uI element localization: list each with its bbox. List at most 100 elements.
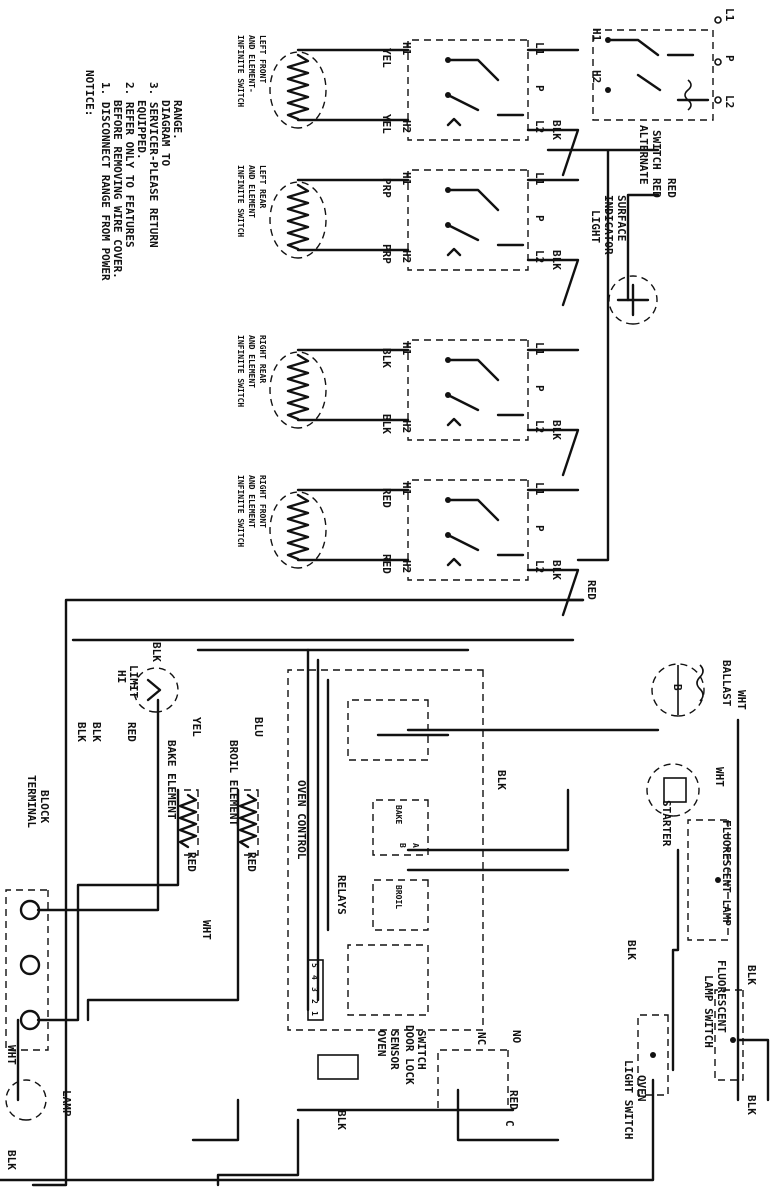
ballast-label: BALLAST xyxy=(720,660,733,707)
ballast: B BALLAST xyxy=(651,660,733,717)
door-wire-blk: BLK xyxy=(335,1110,348,1130)
terminal-h1-label: H1 xyxy=(400,172,413,186)
terminal-h2-label: H2 xyxy=(400,250,413,263)
h2-wire-label: PRP xyxy=(380,244,393,264)
switch-housing xyxy=(407,479,529,581)
switch-contacts xyxy=(446,358,525,427)
element-coil-outline xyxy=(269,491,327,569)
door-lock-no: NO xyxy=(510,1030,523,1044)
switch-housing xyxy=(407,169,529,271)
fluor-switch-label-1: FLUORESCENT xyxy=(715,960,728,1033)
element-leads xyxy=(296,48,410,122)
connector-pin-4: 4 xyxy=(310,975,319,980)
door-lock-label-2: SWITCH xyxy=(415,1030,428,1070)
h2-wire-label: RED xyxy=(380,554,393,574)
notice-line-3: 2. REFER ONLY TO FEATURES xyxy=(123,82,136,248)
element-coil xyxy=(286,53,310,121)
door-lock-label-1: DOOR LOCK xyxy=(403,1025,416,1085)
switch-label-line-2: AND ELEMENT xyxy=(247,475,256,528)
oven-control-label: OVEN CONTROL xyxy=(295,780,308,860)
switch-label-line-1: INFINITE SWITCH xyxy=(236,335,245,407)
terminal-h2-label: H2 xyxy=(400,120,413,133)
switch-label-line-1: INFINITE SWITCH xyxy=(236,165,245,237)
terminal-block: TERMINAL BLOCK xyxy=(5,775,51,1051)
switch-contacts xyxy=(446,188,525,257)
bake-wire-red: RED xyxy=(185,852,198,872)
oven-wire-labels: BLK BLK BLK RED YEL BLU RED RED WHT BLK … xyxy=(5,178,758,1170)
terminal-h2-label: H2 xyxy=(400,420,413,433)
relay-wire-blk: BLK xyxy=(495,770,508,790)
surface-indicator-label-3: LIGHT xyxy=(589,210,602,243)
contact-dot xyxy=(445,57,451,63)
switch-label-line-3: LEFT FRONT xyxy=(258,35,267,83)
relay-pin-a: A xyxy=(411,843,420,848)
element-coil xyxy=(286,183,310,251)
element-coil-outline xyxy=(269,351,327,429)
terminal-p-label: P xyxy=(533,385,546,392)
terminal-wire-red: RED xyxy=(125,722,138,742)
connector-pin-2: 2 xyxy=(310,999,319,1004)
terminal-h1-label: H1 xyxy=(400,342,413,356)
contact-dot xyxy=(445,497,451,503)
terminal-wire-blk-2: BLK xyxy=(75,722,88,742)
terminal-l2-label: L2 xyxy=(533,250,546,263)
notice-line-5: 3. SERVICER-PLEASE RETURN xyxy=(147,82,160,248)
broil-wire-red: RED xyxy=(245,852,258,872)
lamp-wire-wht: WHT xyxy=(5,1045,18,1065)
contact-dot xyxy=(445,392,451,398)
switch-label-line-2: AND ELEMENT xyxy=(247,165,256,218)
terminal-l2-label: L2 xyxy=(533,420,546,433)
connector-pin-3: 3 xyxy=(310,987,319,992)
notice-line-6: DIAGRAM TO xyxy=(159,100,172,167)
alt-h1-label: H1 xyxy=(590,28,603,42)
starter-wire-wht: WHT xyxy=(713,767,726,787)
starter: STARTER xyxy=(646,763,700,847)
alt-l1-label: L1 xyxy=(723,8,736,22)
fluor-switch-label-2: LAMP SWITCH xyxy=(702,975,715,1048)
hi-limit-wire-blk: BLK xyxy=(150,642,163,662)
switch-label-line-2: AND ELEMENT- xyxy=(247,35,256,93)
relays-label: RELAYS xyxy=(335,875,348,915)
ballast-letter: B xyxy=(671,684,684,691)
terminal-h1-label: H1 xyxy=(400,482,413,496)
surface-indicator-label-1: SURFACE xyxy=(615,195,628,241)
connector-pin-5: 5 xyxy=(310,963,319,968)
broil-relay-label: BROIL xyxy=(394,885,403,909)
element-coil xyxy=(286,353,310,421)
notice-line-1: 1. DISCONNECT RANGE FROM POWER xyxy=(99,82,112,281)
oven-sensor-label-2: SENSOR xyxy=(388,1030,401,1070)
lamp-switch-wire-blk: BLK xyxy=(625,940,638,960)
fluor-switch-wire-blk-2: BLK xyxy=(745,1095,758,1115)
contact-dot xyxy=(445,187,451,193)
terminal-wire-wht: WHT xyxy=(200,920,213,940)
notice-line-7: RANGE. xyxy=(171,100,184,140)
bus-wire-blk: BLK xyxy=(550,420,563,440)
terminal-h1-label: H1 xyxy=(400,42,413,56)
bus-wire-red: RED xyxy=(585,580,598,600)
alternate-switch-label-1: ALTERNATE xyxy=(637,125,650,185)
alt-l2-label: L2 xyxy=(723,95,736,108)
surface-indicator-light: SURFACE INDICATOR LIGHT xyxy=(589,195,658,325)
bus-wire-blk: BLK xyxy=(550,250,563,270)
terminal-h2-label: H2 xyxy=(400,560,413,573)
broil-element: BROIL ELEMENT xyxy=(227,740,259,856)
oven-sensor-label-1: OVEN xyxy=(375,1030,388,1057)
terminal-p-label: P xyxy=(533,215,546,222)
element-coil-outline xyxy=(269,51,327,129)
element-leads xyxy=(296,178,410,252)
terminal-p-label: P xyxy=(533,85,546,92)
alt-p-label: P xyxy=(723,55,736,62)
alt-h2-label: H2 xyxy=(590,70,603,83)
broil-wire-blu: BLU xyxy=(252,717,265,737)
bus-wire-blk: BLK xyxy=(550,120,563,140)
switch-contacts xyxy=(446,498,525,567)
ballast-wire-wht: WHT xyxy=(735,690,748,710)
hi-limit-label-2: LIMIT xyxy=(127,665,140,698)
switch-label-line-3: RIGHT FRONT xyxy=(258,475,267,528)
switch-label-line-2: AND ELEMENT xyxy=(247,335,256,388)
lamp-wire-blk: BLK xyxy=(5,1150,18,1170)
contact-dot xyxy=(445,92,451,98)
